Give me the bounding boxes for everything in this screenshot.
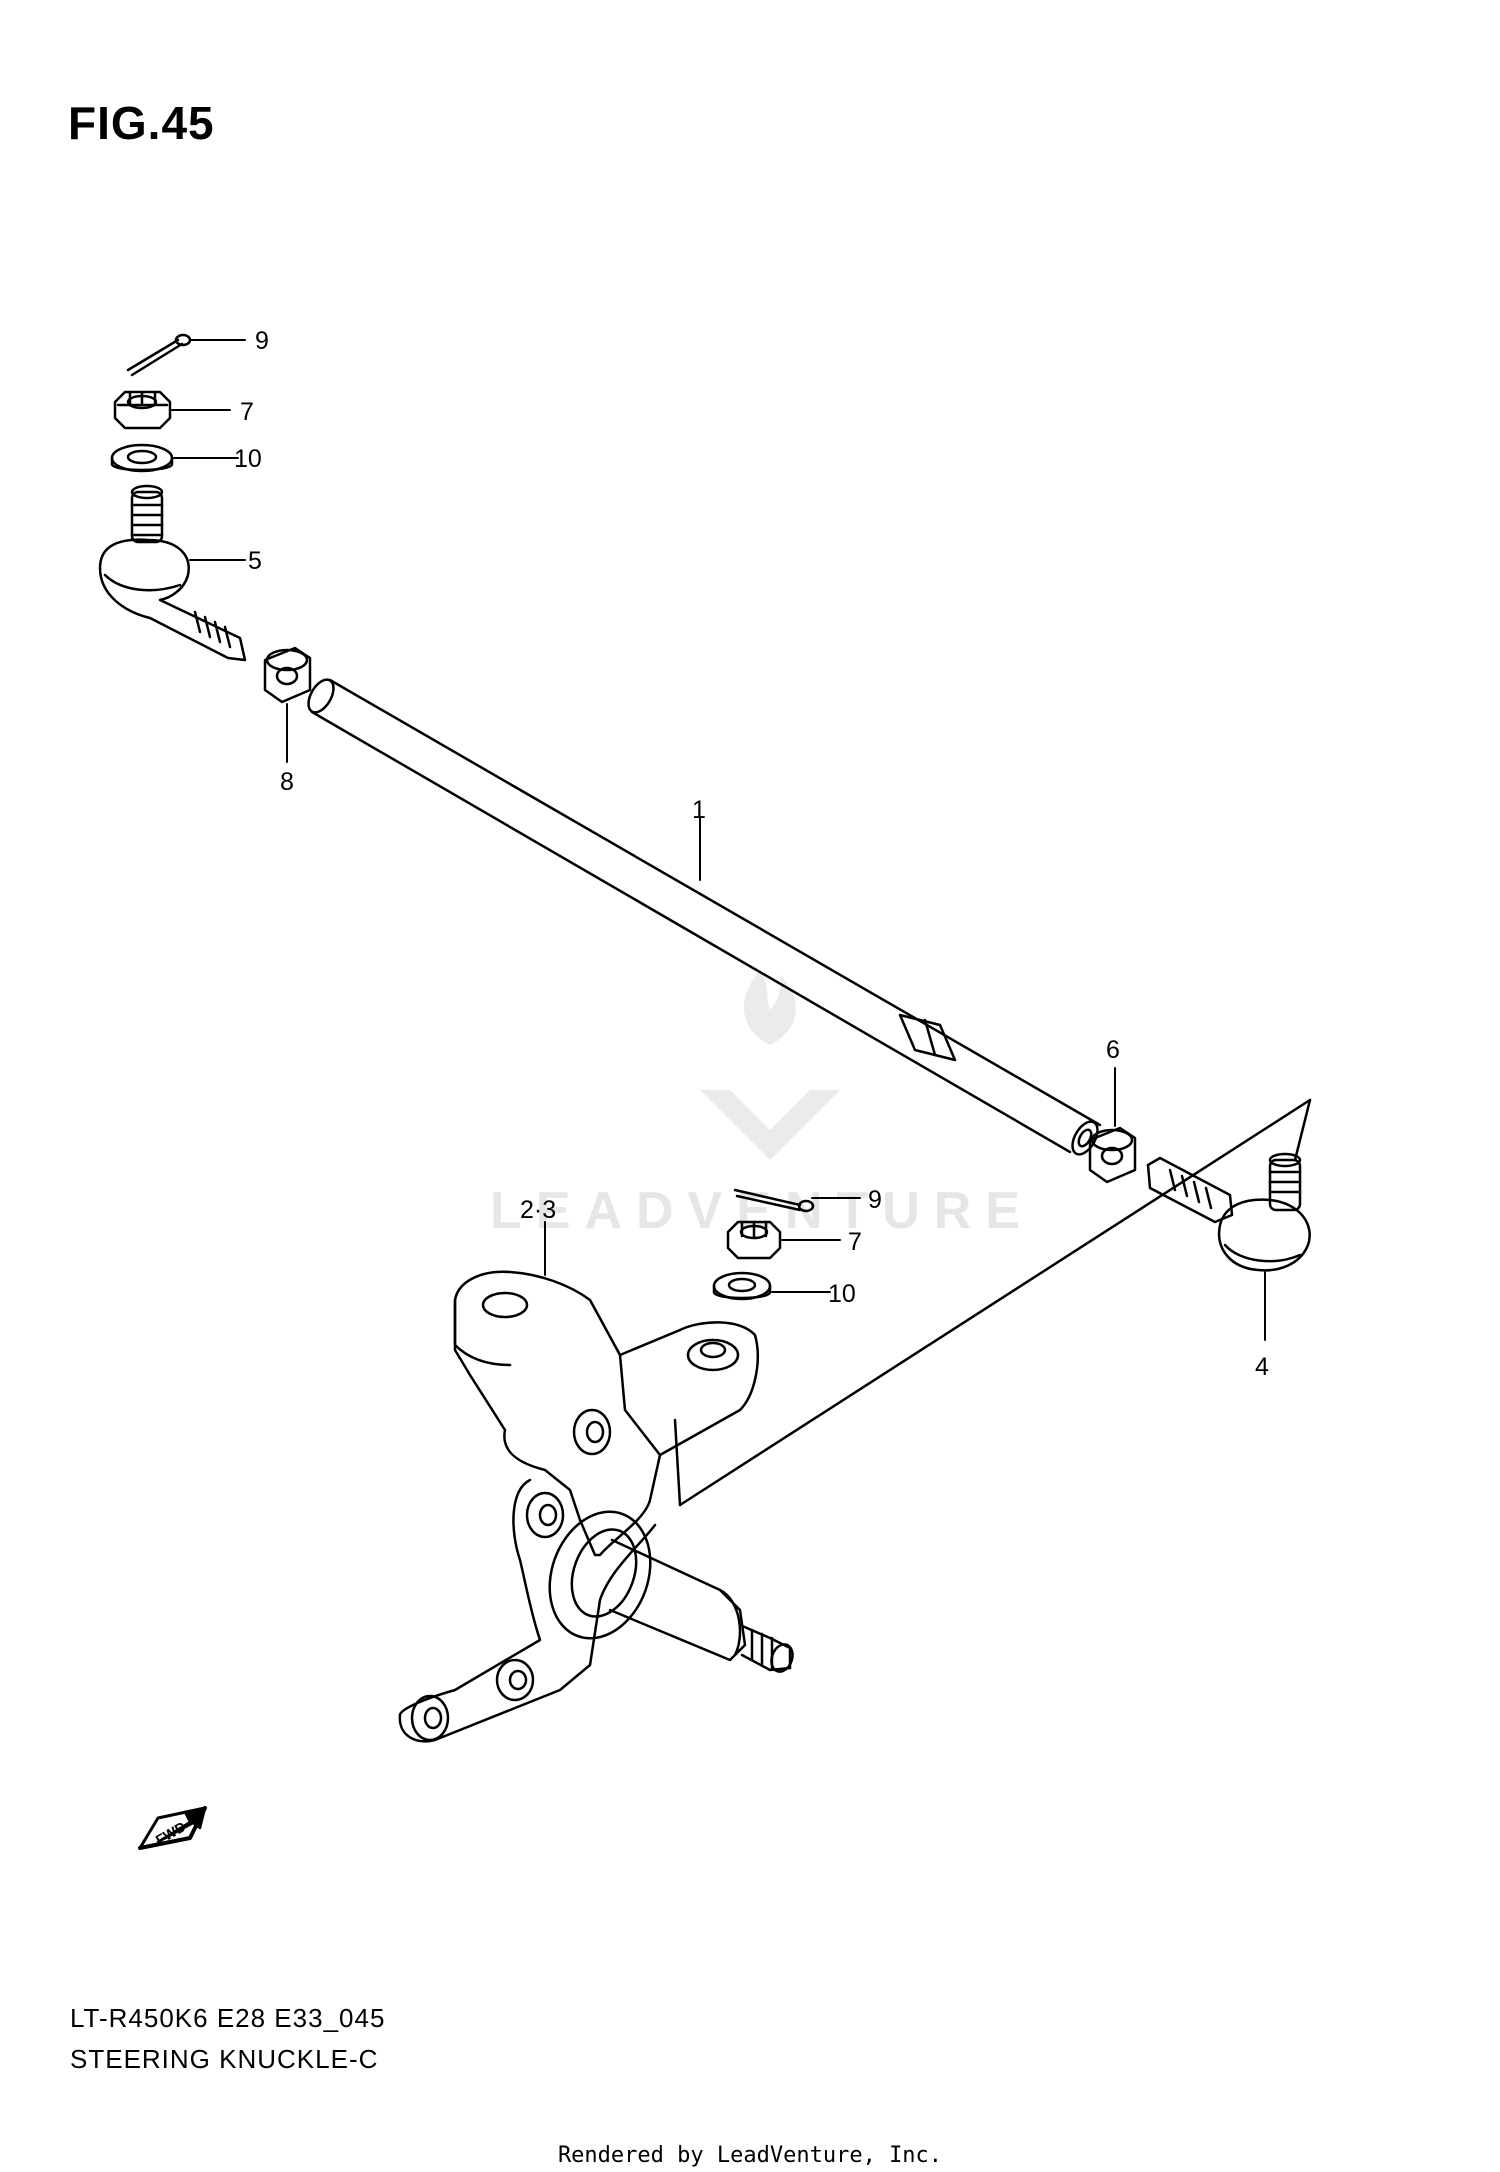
cotter-pin-top bbox=[126, 333, 192, 377]
callout-10-top: 10 bbox=[234, 445, 262, 473]
tie-rod-end-left bbox=[98, 484, 247, 662]
callout-1: 1 bbox=[692, 796, 706, 824]
lock-nut-right bbox=[1088, 1126, 1137, 1184]
callout-7-top: 7 bbox=[240, 398, 254, 426]
callout-5: 5 bbox=[248, 547, 262, 575]
section-name: STEERING KNUCKLE-C bbox=[70, 2044, 379, 2074]
callout-2-3: 2·3 bbox=[520, 1196, 556, 1224]
cotter-pin-lower bbox=[733, 1188, 815, 1213]
washer-top bbox=[110, 443, 174, 473]
washer-lower bbox=[712, 1271, 772, 1301]
figure-title: FIG.45 bbox=[68, 97, 215, 149]
watermark-text: LEADVENTURE bbox=[490, 1182, 1034, 1240]
callout-7-lower: 7 bbox=[848, 1228, 862, 1256]
callout-4: 4 bbox=[1255, 1353, 1269, 1381]
castle-nut-top bbox=[113, 390, 172, 430]
tie-rod-tube bbox=[307, 678, 1102, 1156]
lock-nut-left bbox=[263, 646, 312, 704]
watermark: LEADVENTURE bbox=[490, 970, 1034, 1240]
credit-line: Rendered by LeadVenture, Inc. bbox=[557, 2143, 943, 2168]
assembly-lines bbox=[673, 1098, 1312, 1507]
forward-direction-arrow: FWD bbox=[138, 1806, 207, 1850]
callout-9-lower: 9 bbox=[868, 1186, 882, 1214]
callout-9-top: 9 bbox=[255, 327, 269, 355]
tie-rod-end-right bbox=[1146, 1152, 1311, 1272]
castle-nut-lower bbox=[726, 1220, 782, 1260]
steering-knuckle bbox=[398, 1270, 794, 1743]
callout-8: 8 bbox=[280, 768, 294, 796]
callout-6: 6 bbox=[1106, 1036, 1120, 1064]
callout-10-lower: 10 bbox=[828, 1280, 856, 1308]
model-code: LT-R450K6 E28 E33_045 bbox=[70, 2003, 386, 2033]
